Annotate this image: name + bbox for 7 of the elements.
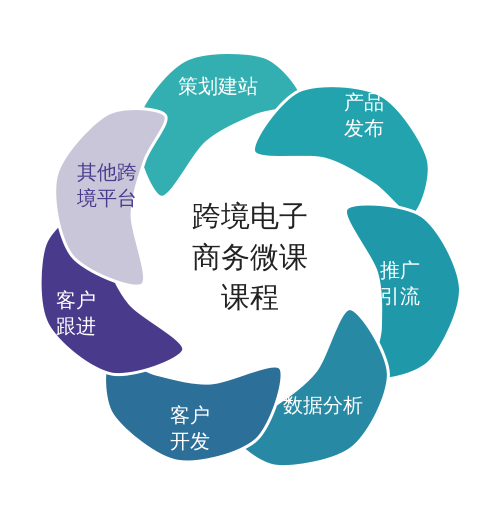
segment-label: 其他跨境平台: [76, 159, 138, 211]
segment-label: 数据分析: [282, 392, 364, 418]
segment-label: 推广引流: [379, 257, 421, 309]
segment-label: 客户跟进: [55, 287, 97, 339]
segment-label: 策划建站: [177, 73, 259, 99]
segment-label: 客户开发: [169, 402, 211, 454]
center-title: 跨境电子商务微课课程: [190, 198, 309, 316]
